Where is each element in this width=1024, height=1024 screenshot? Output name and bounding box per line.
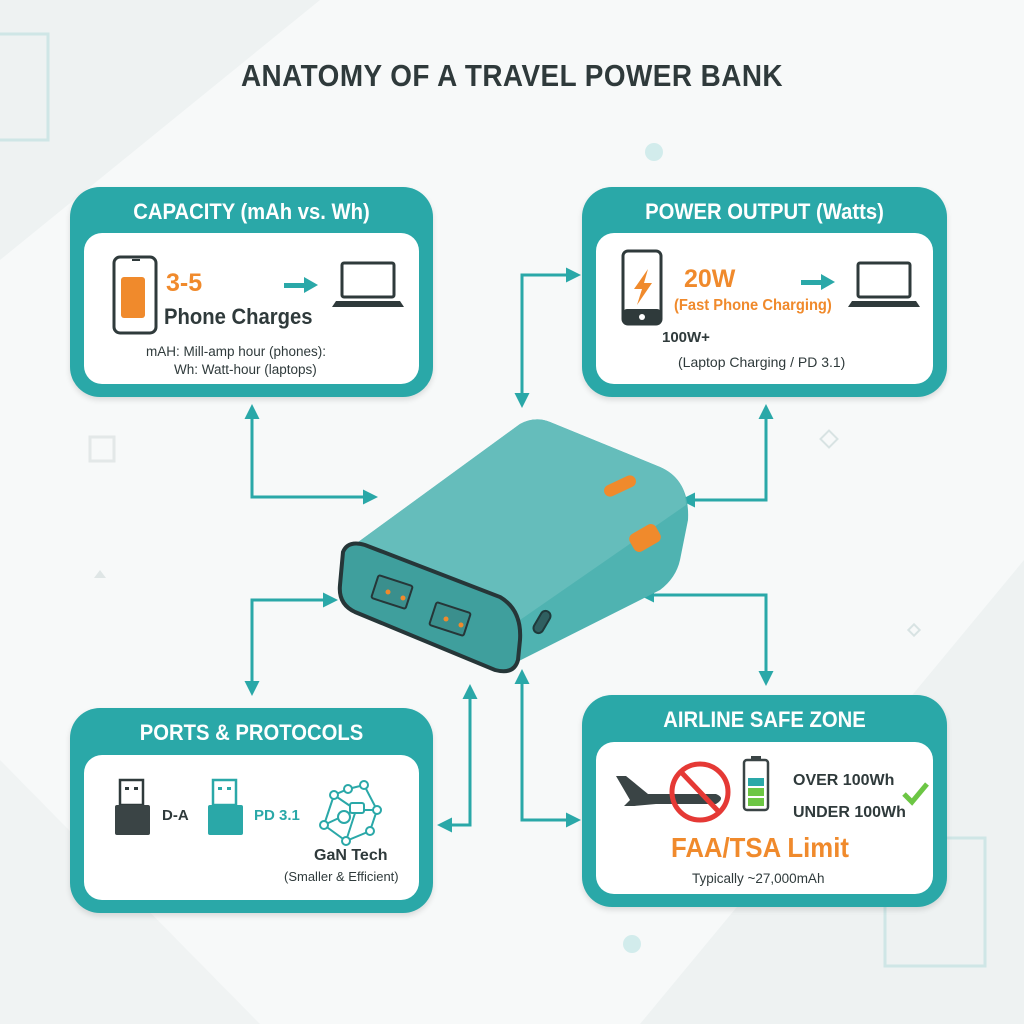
power-bank-illustration — [337, 419, 689, 674]
arrow-right-icon — [284, 277, 318, 293]
port1-label: D-A — [162, 807, 189, 824]
capacity-header: CAPACITY (mAh vs. Wh) — [133, 199, 370, 224]
faa-limit-sub: Typically ~27,000mAh — [692, 871, 825, 886]
arrow-ports-2 — [437, 684, 478, 833]
laptop-wattage: 100W+ — [662, 329, 710, 346]
airline-content: OVER 100Wh UNDER 100Wh FAA/TSA Limit Typ… — [596, 742, 933, 894]
phone-lightning-icon — [621, 249, 663, 326]
phone-wattage-label: (Fast Phone Charging) — [674, 297, 832, 314]
under-100wh-label: UNDER 100Wh — [793, 804, 906, 821]
arrow-capacity — [244, 404, 378, 505]
arrow-airline-2 — [514, 669, 581, 828]
port2-label: PD 3.1 — [254, 807, 300, 824]
capacity-value: 3-5 — [166, 269, 203, 297]
phone-battery-icon — [112, 255, 158, 335]
laptop-wattage-label: (Laptop Charging / PD 3.1) — [678, 354, 846, 370]
checkmark-icon — [902, 782, 929, 806]
arrow-output-1 — [514, 267, 581, 408]
capacity-panel: CAPACITY (mAh vs. Wh) 3-5 Phone Charges … — [70, 187, 433, 397]
usb-pd-icon — [208, 778, 243, 835]
laptop-icon — [848, 261, 920, 307]
airline-header: AIRLINE SAFE ZONE — [663, 707, 866, 732]
prohibited-icon — [669, 761, 731, 823]
arrow-airline-1 — [639, 587, 774, 686]
gan-network-icon — [319, 780, 382, 846]
airline-panel: AIRLINE SAFE ZONE OVER 100Wh UNDER 100Wh… — [582, 695, 947, 907]
page-title: ANATOMY OF A TRAVEL POWER BANK — [240, 58, 784, 93]
power-output-header: POWER OUTPUT (Watts) — [645, 199, 884, 224]
power-output-panel: POWER OUTPUT (Watts) 20W (Fast Phone Cha… — [582, 187, 947, 397]
power-output-content: 20W (Fast Phone Charging) 100W+ (Laptop … — [596, 233, 933, 384]
ports-header: PORTS & PROTOCOLS — [139, 720, 364, 745]
capacity-note-wh: Wh: Watt-hour (laptops) — [174, 362, 317, 377]
capacity-content: 3-5 Phone Charges mAH: Mill-amp hour (ph… — [84, 233, 419, 384]
faa-limit-label: FAA/TSA Limit — [671, 832, 849, 863]
gan-label: GaN Tech — [314, 847, 388, 864]
capacity-label: Phone Charges — [164, 304, 313, 329]
over-100wh-label: OVER 100Wh — [793, 772, 895, 789]
airplane-icon — [616, 776, 721, 806]
arrow-output-2 — [680, 404, 774, 508]
phone-wattage: 20W — [684, 265, 736, 293]
capacity-note-mah: mAH: Mill-amp hour (phones): — [146, 344, 327, 359]
battery-icon — [742, 756, 770, 812]
ports-panel: PORTS & PROTOCOLS D-A PD 3.1 GaN Tech (S… — [70, 708, 433, 913]
ports-content: D-A PD 3.1 GaN Tech (Smaller & Efficient… — [84, 755, 419, 900]
usb-a-icon — [115, 778, 150, 835]
laptop-icon — [332, 261, 404, 307]
gan-sub: (Smaller & Efficient) — [284, 869, 399, 884]
arrow-ports-1 — [244, 592, 338, 696]
arrow-right-icon — [801, 274, 835, 290]
